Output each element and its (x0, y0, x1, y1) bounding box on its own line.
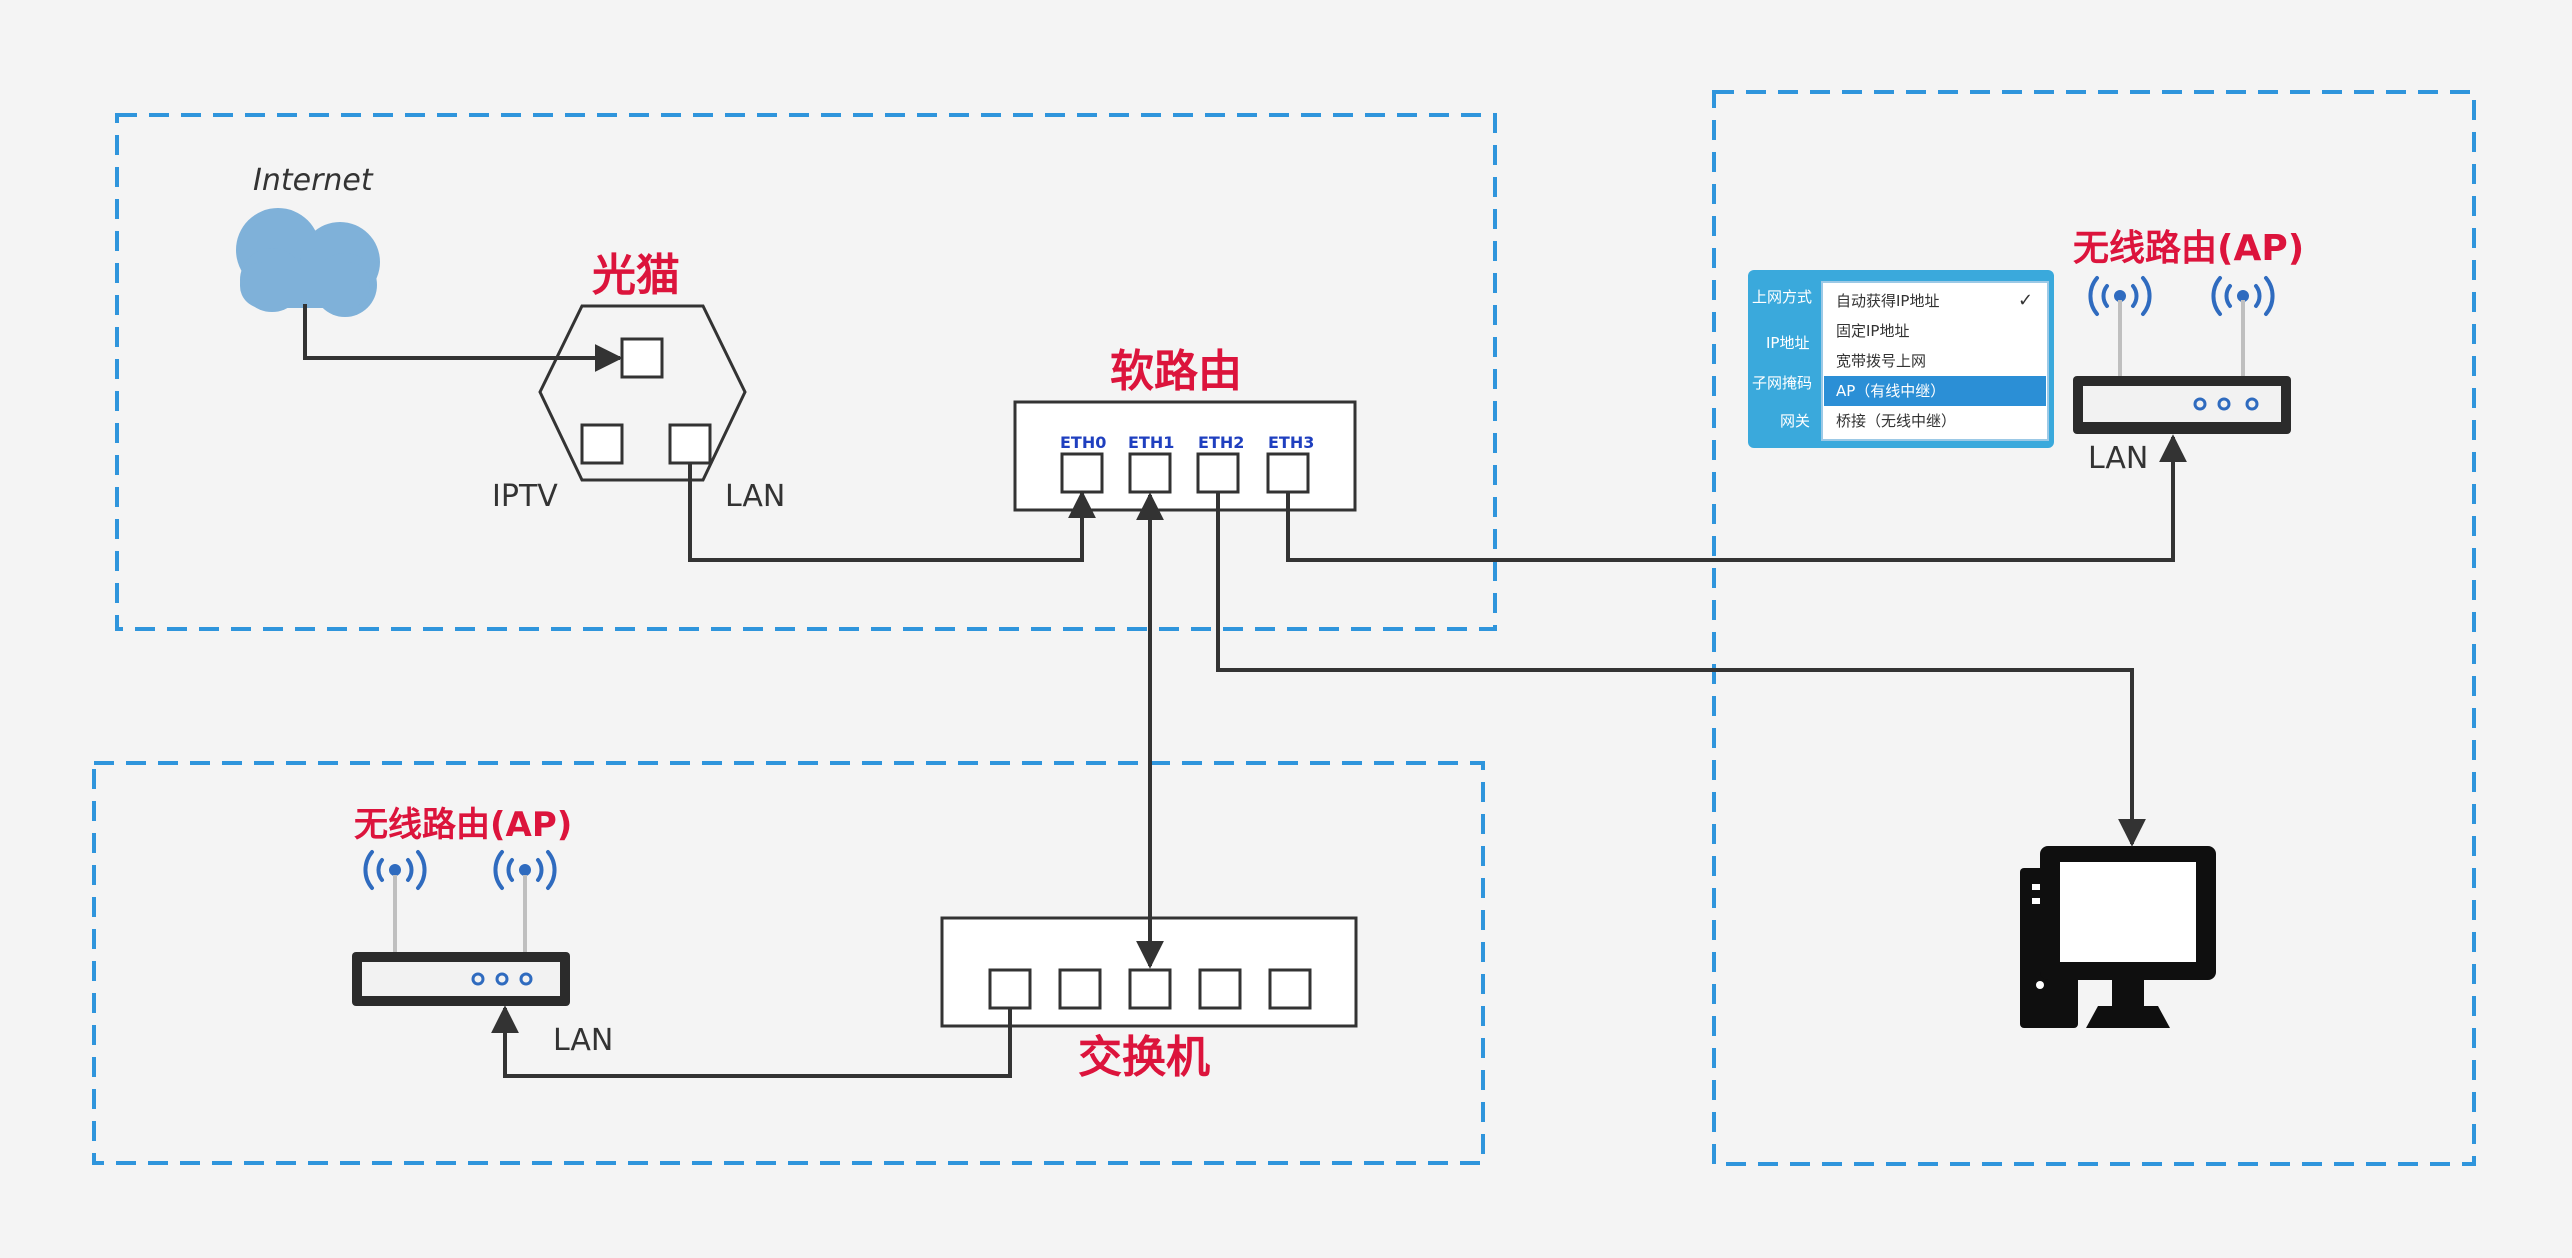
config-option[interactable]: AP（有线中继） (1836, 382, 1945, 400)
config-option[interactable]: 自动获得IP地址 (1836, 292, 1939, 310)
ap-bottom-leds (471, 972, 533, 986)
eth0-port (1060, 452, 1104, 494)
config-row-label: IP地址 (1766, 334, 1809, 352)
wifi-icon (363, 850, 557, 890)
link-eth3-ap (1286, 434, 2187, 562)
zone-bottom-left (92, 761, 1485, 1165)
link-eth2-computer (1216, 492, 2146, 847)
config-row-label: 上网方式 (1752, 288, 1812, 306)
eth0-label: ETH0 (1060, 433, 1106, 452)
checkmark-icon: ✓ (2018, 290, 2033, 311)
wifi-icon (2088, 276, 2275, 316)
modem-lan-label: LAN (725, 479, 785, 514)
switch-port-5 (1268, 968, 1312, 1010)
ap-bottom-lan-label: LAN (553, 1023, 613, 1058)
switch-port-4 (1198, 968, 1242, 1010)
internet-label: Internet (253, 163, 374, 198)
config-row-label: 子网掩码 (1752, 374, 1812, 392)
cloud-icon (236, 208, 380, 317)
ap-top-title: 无线路由(AP) (2073, 228, 2304, 269)
iptv-label: IPTV (492, 479, 558, 514)
config-option[interactable]: 宽带拨号上网 (1836, 352, 1926, 370)
switch-port-1 (988, 968, 1032, 1010)
eth2-label: ETH2 (1198, 433, 1244, 452)
eth3-label: ETH3 (1268, 433, 1314, 452)
config-option[interactable]: 桥接（无线中继） (1836, 412, 1956, 430)
ap-top-lan-label: LAN (2088, 441, 2148, 476)
link-modem-eth0 (688, 463, 1096, 562)
switch-port-3 (1128, 968, 1172, 1010)
ap-top-panel (2083, 386, 2281, 422)
modem-port-lan (668, 423, 712, 465)
modem-port-in (620, 337, 664, 379)
config-option-highlight (1824, 376, 2046, 406)
connections (303, 304, 2187, 1078)
config-dropdown (1821, 281, 2049, 441)
link-switch-ap (491, 1005, 1012, 1078)
ap-bottom-title: 无线路由(AP) (354, 805, 572, 845)
computer-icon (2020, 846, 2216, 1028)
config-row-label: 网关 (1780, 412, 1810, 430)
link-internet-modem (303, 304, 623, 372)
config-panel: 上网方式 IP地址 子网掩码 网关 自动获得IP地址 ✓ 固定IP地址 宽带拨号… (1748, 270, 2054, 448)
eth1-label: ETH1 (1128, 433, 1174, 452)
modem-port-iptv (580, 423, 624, 465)
zone-top-left (115, 113, 1497, 631)
modem-body (538, 304, 747, 482)
ap-top-leds (2193, 397, 2259, 411)
eth3-port (1266, 452, 1310, 494)
switch-port-2 (1058, 968, 1102, 1010)
soft-router-title: 软路由 (1110, 346, 1242, 397)
switch-title: 交换机 (1078, 1032, 1210, 1083)
zone-right (1712, 90, 2476, 1166)
modem-title: 光猫 (592, 250, 680, 301)
eth2-port (1196, 452, 1240, 494)
eth1-port (1128, 452, 1172, 494)
ap-bottom-panel (362, 962, 560, 996)
config-option[interactable]: 固定IP地址 (1836, 322, 1909, 340)
